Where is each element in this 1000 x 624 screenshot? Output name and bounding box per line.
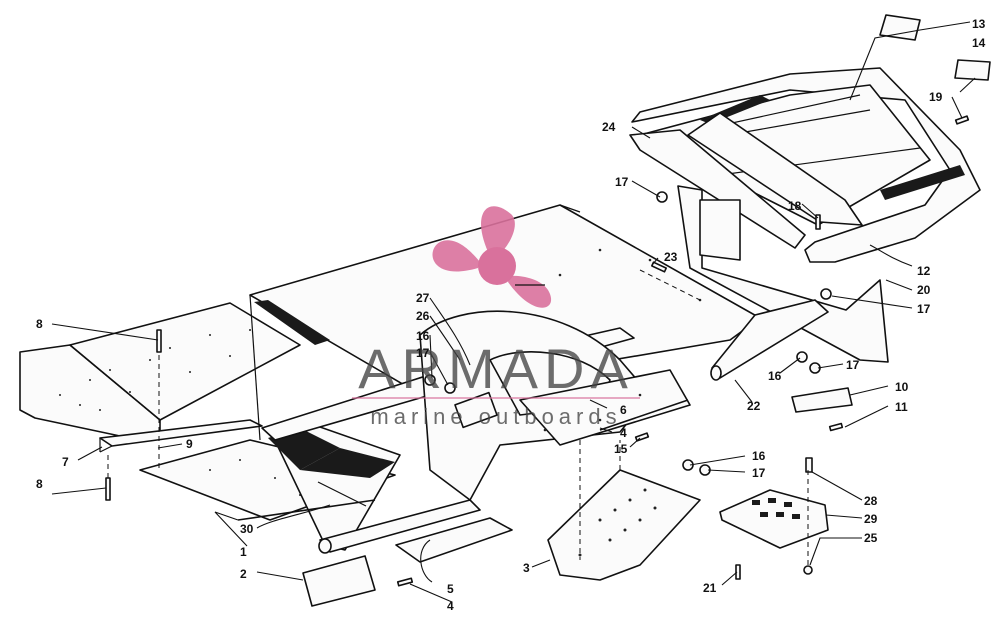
- rod-30: [237, 481, 376, 521]
- callout-28: 28: [864, 494, 878, 508]
- plate-2: [302, 555, 376, 607]
- callout-30: 30: [240, 522, 254, 536]
- callout-18: 18: [788, 199, 802, 213]
- callout-17b: 17: [615, 175, 629, 189]
- left-floor-panel: [19, 302, 301, 437]
- callout-16b: 16: [768, 369, 782, 383]
- armada-watermark: ARMADA marine outboards: [352, 206, 640, 429]
- callout-25: 25: [864, 531, 878, 545]
- seat-back-panel-24: [629, 112, 863, 249]
- callout-17d: 17: [846, 358, 860, 372]
- callout-20: 20: [917, 283, 931, 297]
- callout-11: 11: [895, 400, 908, 414]
- callout-5: 5: [447, 582, 454, 596]
- foot-rest-29: [719, 489, 829, 549]
- callout-27: 27: [416, 291, 430, 305]
- callout-22: 22: [747, 399, 761, 413]
- callout-10: 10: [895, 380, 909, 394]
- callout-4a: 4: [447, 599, 454, 613]
- callout-17c: 17: [917, 302, 931, 316]
- lower-rod-1: [318, 499, 481, 554]
- callout-17e: 17: [752, 466, 766, 480]
- axle-6: [599, 399, 689, 431]
- leader-lines: [51, 21, 976, 603]
- callout-29: 29: [864, 512, 878, 526]
- callout-16a: 16: [416, 329, 430, 343]
- callout-19: 19: [929, 90, 943, 104]
- callout-8b: 8: [36, 477, 43, 491]
- callout-9: 9: [186, 437, 193, 451]
- callout-3: 3: [523, 561, 530, 575]
- small-plate-14: [954, 59, 991, 81]
- callout-12: 12: [917, 264, 931, 278]
- callout-26: 26: [416, 309, 430, 323]
- callout-7: 7: [62, 455, 69, 469]
- callout-17a: 17: [416, 346, 430, 360]
- callout-2: 2: [240, 567, 247, 581]
- callout-8a: 8: [36, 317, 43, 331]
- brand-tagline: marine outboards: [370, 404, 621, 429]
- mounting-bracket-3: [547, 469, 701, 581]
- callout-13: 13: [972, 17, 986, 31]
- tube-22: [710, 299, 829, 381]
- plate-5: [395, 517, 513, 563]
- callout-24: 24: [602, 120, 616, 134]
- brand-wordmark: ARMADA: [358, 337, 634, 400]
- callout-4b: 4: [620, 426, 627, 440]
- callout-1: 1: [240, 545, 247, 559]
- backrest-support-20: [677, 185, 889, 363]
- small-plate-10: [791, 387, 853, 413]
- callout-21: 21: [703, 581, 717, 595]
- callout-14: 14: [972, 36, 986, 50]
- callout-16c: 16: [752, 449, 766, 463]
- callout-15: 15: [614, 442, 628, 456]
- small-plate-13: [879, 14, 921, 41]
- callout-labels: 1 2 3 4 4 5 6 7 8 8 9 10 11 12 13 14 15 …: [36, 17, 986, 613]
- assembly-lines: [107, 269, 809, 565]
- callout-6: 6: [620, 403, 627, 417]
- callout-23: 23: [664, 250, 678, 264]
- propeller-logo-icon: [432, 206, 552, 308]
- floor-brace-bracket: [99, 419, 263, 453]
